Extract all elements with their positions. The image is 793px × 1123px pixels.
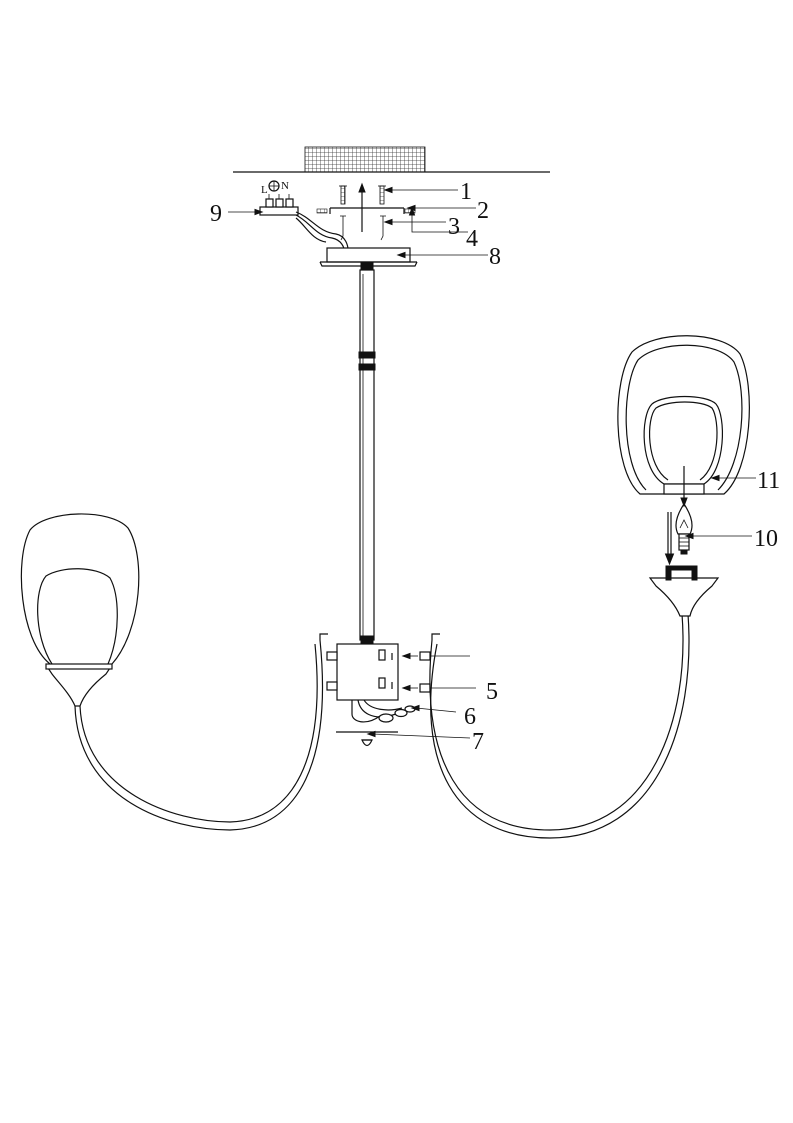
left-glass-shade (20, 513, 140, 665)
junction-box (326, 643, 399, 701)
bottom-cover (336, 731, 398, 747)
assembly-arrow-bulb (664, 512, 675, 566)
side-screw-left (316, 208, 328, 214)
arm-screw-lower (401, 683, 476, 693)
ceiling-screw-right (378, 185, 386, 205)
callout-8: 8 (489, 244, 501, 270)
left-lamp-holder (45, 663, 113, 707)
arm-screw-upper (401, 651, 470, 661)
right-arm (429, 613, 690, 839)
callout-4: 4 (466, 226, 478, 252)
left-arm (74, 633, 328, 831)
callout-7: 7 (472, 729, 484, 755)
down-rod (358, 261, 376, 645)
ceiling-screw-left (339, 185, 347, 205)
ceiling (233, 146, 550, 173)
mounting-bracket (329, 182, 405, 232)
callout-10: 10 (754, 526, 778, 552)
terminal-mark-n: N (281, 180, 289, 192)
wire-connectors (351, 699, 416, 723)
terminal-mark-l: L (261, 184, 268, 196)
callout-3: 3 (448, 214, 460, 240)
candle-bulb (675, 502, 693, 555)
callout-2: 2 (477, 198, 489, 224)
supply-wires (295, 211, 349, 251)
callout-1: 1 (460, 179, 472, 205)
terminal-block: L N (259, 180, 299, 216)
assembly-arrow-shade (680, 466, 688, 508)
callout-11: 11 (757, 468, 780, 494)
wood-screws (340, 215, 386, 241)
callout-6: 6 (464, 704, 476, 730)
right-lamp-holder (648, 565, 720, 617)
callout-5: 5 (486, 679, 498, 705)
callout-9: 9 (210, 201, 222, 227)
